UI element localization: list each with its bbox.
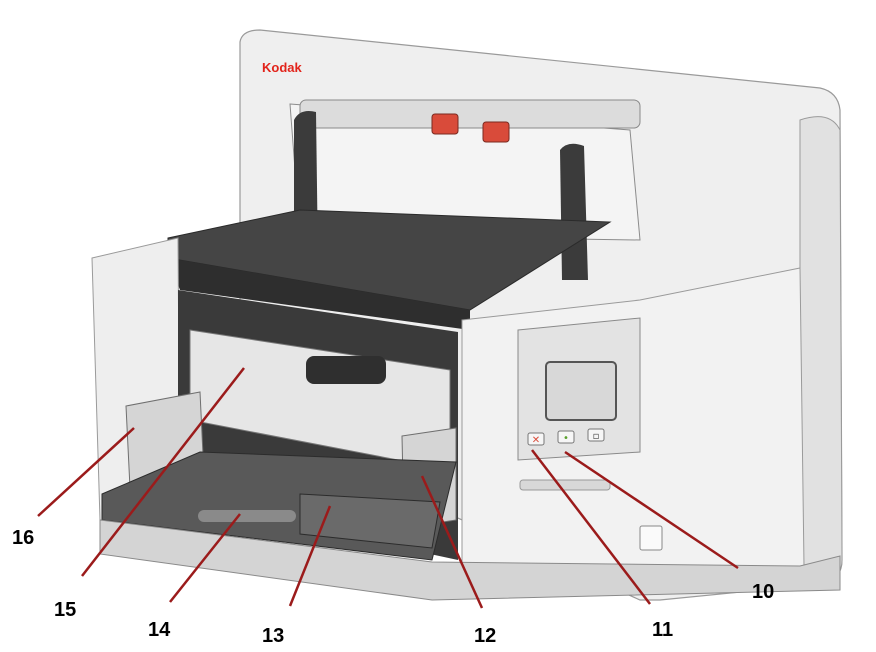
leader-14	[169, 513, 241, 603]
feeder-rail	[299, 99, 641, 129]
leader-12	[420, 475, 484, 609]
callout-11: 11	[652, 619, 673, 641]
callout-leaders	[37, 367, 739, 609]
menu-button[interactable]	[587, 428, 605, 442]
scanner-base	[99, 519, 841, 601]
leader-13	[288, 505, 332, 607]
callout-15: 15	[54, 599, 76, 621]
callout-12: 12	[474, 625, 496, 647]
callout-16: 16	[12, 527, 34, 549]
start-button[interactable]	[557, 430, 575, 444]
callout-14: 14	[148, 619, 171, 641]
input-tray-front	[168, 258, 470, 330]
side-guide-release-left	[431, 113, 459, 135]
kodak-logo: Kodak	[262, 60, 303, 75]
stop-x-icon: ✕	[532, 435, 540, 446]
touchscreen-display	[545, 361, 617, 421]
start-icon: •	[563, 433, 569, 444]
front-panel-slot	[519, 479, 611, 491]
menu-icon: ▫	[593, 431, 600, 442]
output-tray-extension	[299, 493, 441, 549]
leader-15	[81, 367, 245, 577]
product-label	[639, 525, 663, 551]
stop-button[interactable]	[527, 432, 545, 446]
leader-10	[564, 450, 739, 570]
leader-11	[531, 449, 651, 605]
callout-10: 10	[752, 581, 774, 603]
scanner-right-side	[799, 116, 843, 589]
leader-16	[37, 427, 135, 517]
output-tray-handle	[198, 510, 296, 522]
input-guide-right	[560, 143, 588, 280]
side-guide-release-right	[482, 121, 510, 143]
callout-13: 13	[262, 625, 284, 647]
feed-rollers	[306, 356, 386, 384]
